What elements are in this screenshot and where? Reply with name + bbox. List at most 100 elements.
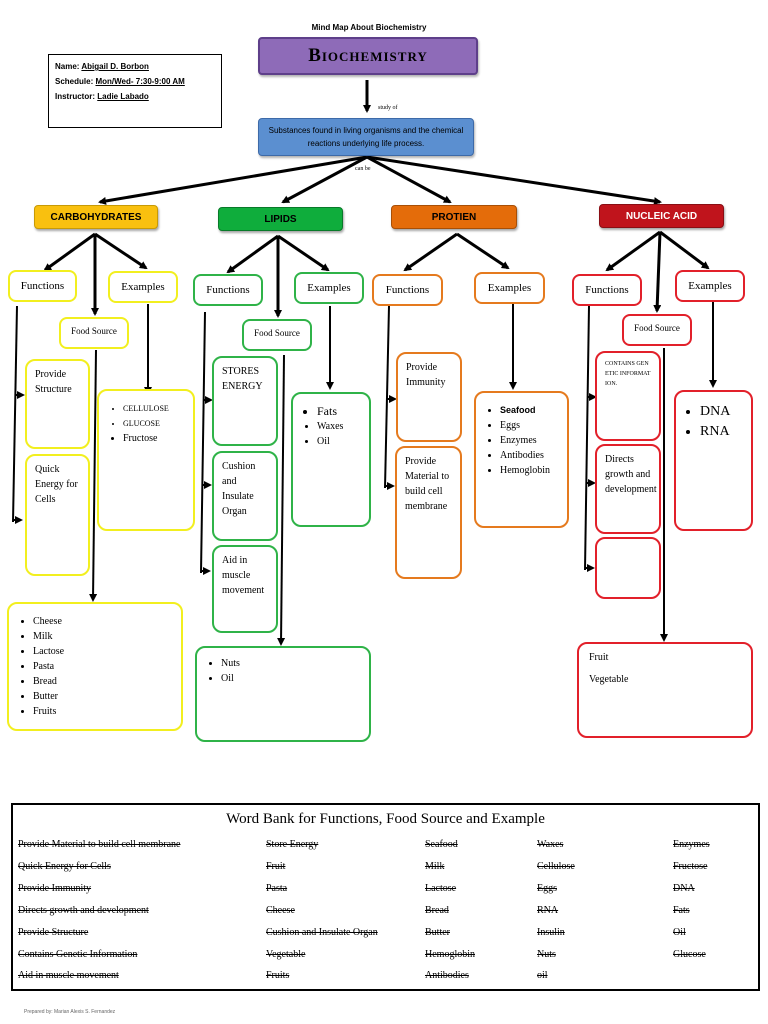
word-bank-item: Contains Genetic Information (18, 949, 138, 960)
nucleic-acid-header: NUCLEIC ACID (599, 204, 724, 228)
word-bank-title: Word Bank for Functions, Food Source and… (226, 811, 545, 827)
word-bank-item: Fructose (673, 861, 708, 872)
student-info-box: Name: Abigail D. Borbon Schedule: Mon/We… (48, 54, 222, 128)
word-bank-item: Insulin (537, 927, 565, 938)
list-item: Hemoglobin (500, 463, 559, 478)
nucleic-acid-function-2: Directs growth and development (595, 444, 661, 534)
nucleic-acid-examples-label: Examples (675, 270, 745, 302)
can-be-label: can be (355, 166, 371, 172)
list-item: RNA (700, 422, 743, 442)
word-bank-item: oil (537, 970, 548, 981)
list-item: Fruit (589, 652, 609, 663)
list-item: CELLULOSE (123, 401, 185, 416)
carbohydrates-function-1: Provide Structure (25, 359, 90, 449)
list-item: Seafood (500, 403, 559, 418)
list-item: Enzymes (500, 433, 559, 448)
student-name: Abigail D. Borbon (81, 62, 149, 71)
word-bank-item: Nuts (537, 949, 556, 960)
lipids-food-source-box: Nuts Oil (195, 646, 371, 742)
lipids-examples-label: Examples (294, 272, 364, 304)
nucleic-acid-function-3 (595, 537, 661, 599)
word-bank-item: Antibodies (425, 970, 469, 981)
lipids-function-3: Aid in muscle movement (212, 545, 278, 633)
protein-header: PROTIEN (391, 205, 517, 229)
instructor-name: Ladie Labado (97, 92, 149, 101)
list-item: Oil (317, 434, 361, 449)
instructor-label: Instructor: (55, 92, 95, 101)
study-of-label: study of (378, 105, 398, 111)
carbohydrates-food-source-box: Cheese Milk Lactose Pasta Bread Butter F… (7, 602, 183, 731)
word-bank-item: Fruits (266, 970, 290, 981)
word-bank-item: Quick Energy for Cells (18, 861, 111, 872)
word-bank-item: Cushion and Insulate Organ (266, 927, 378, 938)
word-bank-item: Pasta (266, 883, 288, 894)
word-bank-item: Vegetable (266, 949, 306, 960)
word-bank-item: Waxes (537, 839, 564, 850)
list-item: Bread (33, 674, 173, 689)
word-bank-item: RNA (537, 905, 559, 916)
word-bank-item: Milk (425, 861, 445, 872)
word-bank-item: Provide Structure (18, 927, 89, 938)
word-bank-item: Oil (673, 927, 686, 938)
nucleic-acid-food-source-label: Food Source (622, 314, 692, 346)
protein-function-1: Provide Immunity (396, 352, 462, 442)
list-item: Waxes (317, 419, 361, 434)
list-item: Butter (33, 689, 173, 704)
nucleic-acid-examples-box: DNA RNA (674, 390, 753, 531)
protein-functions-label: Functions (372, 274, 443, 306)
lipids-food-source-label: Food Source (242, 319, 312, 351)
list-item: Fruits (33, 704, 173, 719)
list-item: Nuts (221, 656, 361, 671)
nucleic-acid-functions-label: Functions (572, 274, 642, 306)
carbohydrates-examples-label: Examples (108, 271, 178, 303)
list-item: GLUCOSE (123, 416, 185, 431)
list-item: Fats (317, 404, 361, 419)
carbohydrates-function-2: Quick Energy for Cells (25, 454, 90, 576)
list-item: Pasta (33, 659, 173, 674)
list-item: Oil (221, 671, 361, 686)
word-bank-item: Cheese (266, 905, 295, 916)
word-bank-item: Cellulose (537, 861, 575, 872)
main-title: Biochemistry (258, 37, 478, 75)
schedule-value: Mon/Wed- 7:30-9:00 AM (95, 77, 185, 86)
word-bank-item: Glucose (673, 949, 706, 960)
lipids-examples-box: Fats Waxes Oil (291, 392, 371, 527)
lipids-header: LIPIDS (218, 207, 343, 231)
list-item: Fructose (123, 431, 185, 446)
list-item: Antibodies (500, 448, 559, 463)
lipids-function-2: Cushion and Insulate Organ (212, 451, 278, 541)
word-bank-item: Bread (425, 905, 449, 916)
protein-examples-label: Examples (474, 272, 545, 304)
word-bank-item: Fats (673, 905, 690, 916)
nucleic-acid-food-source-box: Fruit Vegetable (577, 642, 753, 738)
word-bank-item: Hemoglobin (425, 949, 475, 960)
carbohydrates-header: CARBOHYDRATES (34, 205, 158, 229)
prepared-by-footer: Prepared by: Marian Alexis S. Fernandez (24, 1009, 116, 1015)
list-item: Lactose (33, 644, 173, 659)
list-item: Eggs (500, 418, 559, 433)
list-item: Vegetable (589, 674, 629, 685)
list-item: Milk (33, 629, 173, 644)
word-bank-item: Aid in muscle movement (18, 970, 119, 981)
lipids-functions-label: Functions (193, 274, 263, 306)
carbohydrates-examples-box: CELLULOSE GLUCOSE Fructose (97, 389, 195, 531)
word-bank-item: Store Energy (266, 839, 319, 850)
word-bank-item: Lactose (425, 883, 457, 894)
name-label: Name: (55, 62, 80, 71)
word-bank-item: Eggs (537, 883, 557, 894)
word-bank-item: DNA (673, 883, 695, 894)
protein-function-2: Provide Material to build cell membrane (395, 446, 462, 579)
lipids-function-1: STORES ENERGY (212, 356, 278, 446)
page-title: Mind Map About Biochemistry (311, 23, 427, 32)
list-item: Cheese (33, 614, 173, 629)
word-bank-item: Seafood (425, 839, 458, 850)
carbohydrates-food-source-label: Food Source (59, 317, 129, 349)
word-bank-box (11, 803, 760, 991)
word-bank-item: Directs growth and development (18, 905, 149, 916)
nucleic-acid-function-1: CONTAINS GENETIC INFORMATION. (595, 351, 661, 441)
word-bank-item: Provide Immunity (18, 883, 92, 894)
word-bank-item: Provide Material to build cell membrane (18, 839, 181, 850)
word-bank-item: Butter (425, 927, 450, 938)
list-item: DNA (700, 402, 743, 422)
